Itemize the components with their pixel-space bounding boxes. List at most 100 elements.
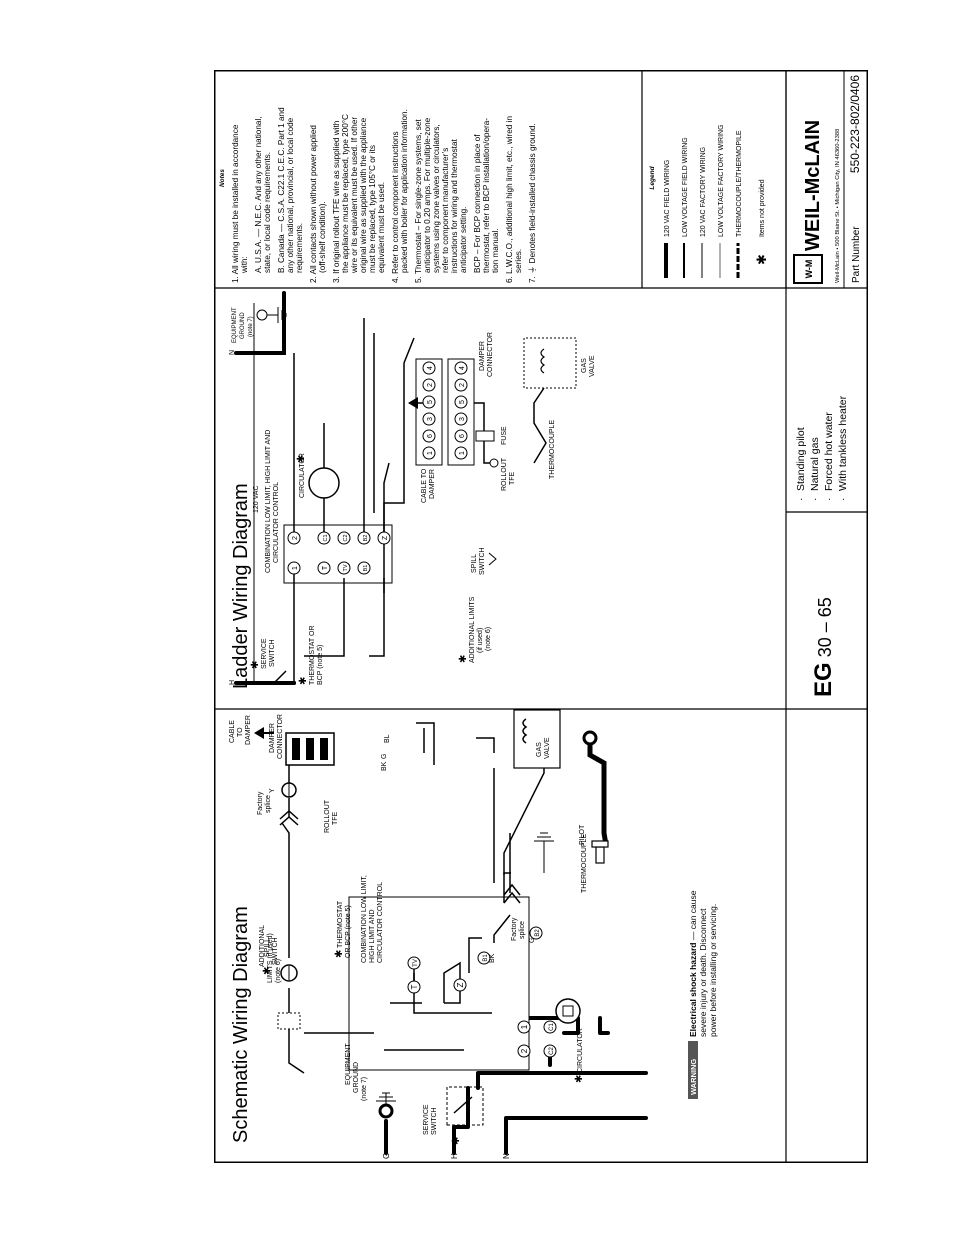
- factory-splice-label-2: splice: [265, 795, 272, 813]
- gas-valve-coil-icon: [522, 718, 528, 744]
- schematic-service-switch-blade: [453, 1096, 473, 1114]
- model-name-range: 30 – 65: [815, 597, 835, 662]
- additional-limits-label-2: LIMITS (if used): [267, 933, 274, 983]
- schematic-circulator: [555, 998, 581, 1024]
- terminal-t-label: T: [410, 984, 419, 989]
- factory-splice-1-icon: [279, 809, 299, 826]
- cable-to-damper-label-2: TO: [237, 727, 244, 737]
- note-line-8: (off-shelf condition).: [318, 201, 327, 273]
- pin-bot-3-label: 3: [459, 417, 466, 421]
- schematic-warning: WARNING Electrical shock hazard — can ca…: [688, 890, 718, 1099]
- ladder-term-c1: [317, 531, 331, 545]
- equipment-ground-label-2: GROUND: [353, 1062, 360, 1093]
- note-line-12: original wire as supplied with the appli…: [359, 117, 368, 273]
- ladder-term-z-label: Z: [382, 535, 389, 540]
- star-service-switch-icon: ✱: [451, 1137, 462, 1145]
- ladder-term-1: [287, 561, 301, 575]
- ladder-pin-labels: 1 6 3 5 2 4 1 6 3 5 2 4: [427, 366, 466, 455]
- note-line-18: anticipator to 0.20 amps. For multiple-z…: [423, 117, 432, 273]
- note-line-24: thermostat, refer to BCP installation/op…: [482, 118, 491, 273]
- wire-label-bk-1: BK: [381, 761, 388, 771]
- pin-bot-4-label: 4: [459, 366, 466, 370]
- ladder-term-b1: [357, 561, 371, 575]
- ladder-gas-valve-label-1: GAS: [581, 358, 588, 373]
- ladder-circulator-icon: [308, 467, 340, 499]
- circulator-hub: [562, 1005, 574, 1017]
- legend-title: Legend: [649, 165, 656, 189]
- ladder-spill-switch-icon: [488, 552, 497, 566]
- model-feature-2: Forced hot water: [823, 412, 835, 491]
- pin-top-5: [422, 395, 436, 409]
- service-switch-label-2: SWITCH: [431, 1107, 438, 1135]
- brand-logo-mark: [793, 254, 823, 284]
- terminal-b2: [529, 926, 543, 940]
- model-features: · Standing pilot · Natural gas · Forced …: [795, 395, 849, 501]
- ladder-terminal-labels: 1 2 T C1 TV C2 B1 B2 Z: [292, 534, 389, 571]
- damper-connector-bottom: [447, 358, 475, 466]
- note-line-4: B. Canada — C.S.A. C22.1 C.E.C. Part 1 a…: [277, 107, 286, 273]
- ladder-damper-pins: [422, 361, 468, 460]
- part-number: 550-223-802/0406: [848, 75, 862, 173]
- line-g-label: G: [382, 1153, 391, 1159]
- not-provided-stars: ✱ ✱ ✱ ✱ ✱ ✱ ✱ ✱: [250, 455, 585, 1145]
- wire-thermostat: [304, 578, 345, 657]
- star-additional-limits-icon: ✱: [262, 967, 273, 975]
- note-line-27: series.: [514, 249, 523, 273]
- model-name-bold: EG: [810, 662, 837, 697]
- schematic-gas-valve: [513, 709, 609, 846]
- terminal-2-label: 2: [520, 1048, 529, 1053]
- ladder-term-c2-label: C2: [343, 534, 349, 541]
- wiring-diagram-svg: Schematic Wiring Diagram: [214, 70, 868, 1163]
- ladder-damper-connector-label-1: DAMPER: [479, 341, 486, 371]
- pin-bot-1-label: 1: [459, 451, 466, 455]
- note-line-17: 5. Thermostat – For single-zone systems,…: [414, 119, 423, 283]
- star-ladder-circulator-icon: ✱: [296, 455, 307, 463]
- thermocouple-label: THERMOCOUPLE: [581, 834, 588, 893]
- spill-switch-label-2: SWITCH: [272, 937, 279, 965]
- pin-top-2: [422, 378, 436, 392]
- terminal-2: [517, 1044, 531, 1058]
- terminal-b1-label: B1: [483, 954, 489, 962]
- warning-line-1-bold: Electrical shock hazard: [688, 943, 698, 1038]
- ladder-equipment-ground: [256, 307, 287, 323]
- ladder-gas-valve-label-2: VALVE: [589, 355, 596, 377]
- note-line-14: equivalent must be used.: [377, 182, 386, 273]
- note-line-21: instructions for wiring and thermostat: [450, 138, 459, 273]
- pin-bot-1: [454, 446, 468, 460]
- ladder-circulator-label: CIRCULATOR: [299, 453, 306, 498]
- wire-bk-spill-splice: [281, 822, 290, 958]
- wire-c1: [598, 1016, 610, 1035]
- note-line-13: must be replaced, type 105°C or its: [368, 145, 377, 273]
- brand-panel: W-M WEIL-McLAIN Weil-McLain • 500 Blaine…: [793, 70, 862, 288]
- wire-bk-b1: [468, 937, 482, 973]
- arrow-up-icon: [254, 727, 264, 739]
- note-line-3: state, or local code requirements.: [263, 152, 272, 273]
- pin-bot-2: [454, 378, 468, 392]
- ladder-text-labels: H N 120 VAC SERVICE SWITCH THERMOSTAT OR…: [229, 307, 596, 685]
- pin-top-3: [422, 412, 436, 426]
- thermocouple-lead: [533, 387, 547, 464]
- ladder-service-switch-label-1: SERVICE: [261, 638, 268, 669]
- ladder-term-t-label: T: [322, 565, 329, 570]
- factory-splice-2-icon: [503, 883, 521, 904]
- additional-limits-label-1: ADDITIONAL: [259, 925, 266, 967]
- thermostat-label-2: OR BCP (note 5): [345, 905, 352, 958]
- n-rail: [234, 291, 286, 355]
- ladder-spill-switch-label-2: SWITCH: [479, 547, 486, 575]
- equipment-ground-label-1: EQUIPMENT: [345, 1043, 352, 1085]
- control-label-1: COMBINATION LOW LIMIT,: [361, 875, 368, 963]
- notes-title: Notes: [219, 169, 226, 187]
- ladder-term-c2: [337, 531, 351, 545]
- ladder-fuse-label: FUSE: [501, 426, 508, 445]
- pin-bot-6-label: 6: [459, 434, 466, 438]
- ground-ring-terminal: [378, 1103, 394, 1119]
- notes-panel: Notes 1. All wiring must be installed in…: [219, 107, 537, 283]
- terminal-c2-label: C2: [549, 1047, 555, 1055]
- damper-connector-top: [415, 358, 443, 466]
- note-line-28: 7. ⏚ Denotes field-installed chassis gro…: [528, 123, 537, 283]
- star-thermostat-icon: ✱: [334, 950, 345, 958]
- additional-limits-label-3: (note 6): [275, 959, 282, 983]
- schematic-text-labels: G H N SERVICE SWITCH EQUIPMENT GROUND (n…: [229, 714, 588, 1159]
- note-line-9: 3. If original rollout TFE wire as suppl…: [332, 120, 341, 283]
- terminal-tv-label: TV: [413, 959, 419, 967]
